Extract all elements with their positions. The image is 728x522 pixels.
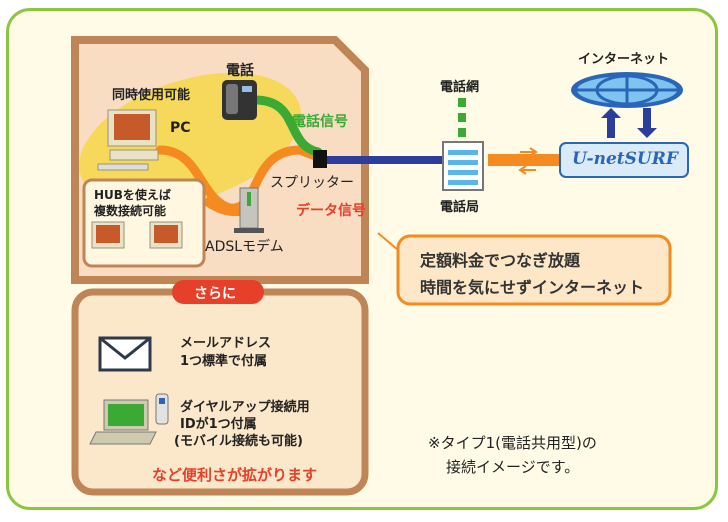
provider-badge (559, 142, 689, 178)
phone-signal-label: 電話信号 (292, 114, 348, 130)
arrow-right (520, 147, 538, 157)
arrow-left (518, 165, 536, 175)
phone-icon (222, 80, 257, 120)
note-line2: 接続イメージです。 (446, 458, 580, 476)
laptop-mobile-icon (89, 393, 169, 445)
callout-line2: 時間を気にせずインターネット (420, 278, 645, 297)
telephone-office-icon (442, 141, 484, 191)
hub-label-line2: 複数接続可能 (94, 204, 167, 218)
dialup-line1: ダイヤルアップ接続用 (180, 400, 310, 415)
dialup-line2: IDが1つ付属 (180, 417, 257, 432)
note-line1: ※タイプ1(電話共用型)の (428, 434, 597, 452)
callout-line1: 定額料金でつなぎ放題 (420, 251, 581, 270)
mail-line2: 1つ標準で付属 (180, 354, 268, 369)
splitter-label: スプリッター (270, 175, 354, 191)
features-badge-bg (172, 280, 264, 304)
features-box (71, 288, 369, 496)
pc-icon (97, 109, 159, 171)
features-badge: さらに (194, 286, 236, 302)
phone-line (250, 95, 323, 157)
download-arrow-icon (637, 108, 657, 138)
internet-globe-icon (571, 72, 683, 108)
mail-line1: メールアドレス (180, 336, 272, 351)
internet-label: インターネット (578, 52, 670, 67)
splitter-icon (313, 150, 327, 168)
provider-label: U-netSURF (572, 149, 678, 169)
telephone-network-label: 電話網 (440, 80, 480, 95)
callout-box (396, 234, 672, 306)
features-summary: など便利さが拡がります (152, 466, 318, 484)
upload-arrow-icon (601, 108, 621, 138)
adsl-modem-icon (234, 187, 264, 233)
phone-label: 電話 (226, 63, 254, 79)
data-signal-label: データ信号 (296, 203, 366, 219)
adsl-modem-label: ADSLモデム (205, 239, 284, 255)
dialup-line3: (モバイル接続も可能) (174, 434, 303, 449)
mail-envelope-icon (98, 336, 152, 372)
hub-label-line1: HUBを使えば (94, 188, 171, 202)
pc-label: PC (170, 120, 191, 136)
telephone-office-label: 電話局 (440, 200, 480, 215)
simultaneous-use-label: 同時使用可能 (112, 88, 191, 103)
hub-pcs-icon (91, 221, 183, 249)
